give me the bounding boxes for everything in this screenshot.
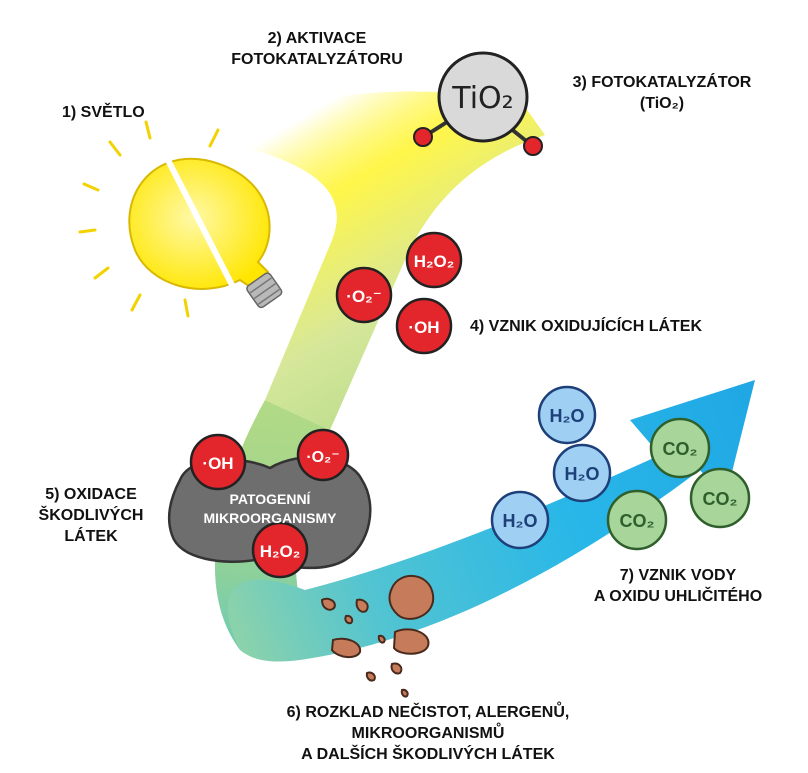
svg-text:·O₂⁻: ·O₂⁻ xyxy=(346,287,381,306)
svg-text:CO₂: CO₂ xyxy=(663,439,698,459)
svg-text:H₂O: H₂O xyxy=(503,511,538,531)
svg-text:H₂O: H₂O xyxy=(565,464,600,484)
catalyst-formula: TiO₂ xyxy=(451,81,513,116)
molecule-water-1: H₂O xyxy=(537,385,597,445)
svg-text:·O₂⁻: ·O₂⁻ xyxy=(306,449,339,466)
step-4-label: 4) VZNIK OXIDUJÍCÍCH LÁTEK xyxy=(470,318,703,335)
molecule-co2-3: CO₂ xyxy=(606,489,668,551)
molecule-co2-2: CO₂ xyxy=(689,467,751,529)
molecule-o2-radical-upper: ·O₂⁻ xyxy=(335,266,393,324)
debris-icon xyxy=(320,574,435,698)
step-1-label: 1) SVĚTLO xyxy=(62,104,145,121)
tio2-catalyst-icon: TiO₂ xyxy=(413,51,543,156)
molecule-oh-radical-upper: ·OH xyxy=(395,297,453,355)
step-5-label: 5) OXIDACE ŠKODLIVÝCH LÁTEK xyxy=(38,486,144,545)
svg-text:H₂O₂: H₂O₂ xyxy=(414,252,455,271)
ribbon-arrow xyxy=(227,380,755,662)
molecule-water-3: H₂O xyxy=(490,490,550,550)
step-6-label: 6) ROZKLAD NEČISTOT, ALERGENŮ, MIKROORGA… xyxy=(286,704,570,763)
molecule-h2o2-pathogen: H₂O₂ xyxy=(251,521,309,579)
molecule-co2-1: CO₂ xyxy=(649,417,711,479)
svg-text:CO₂: CO₂ xyxy=(620,511,655,531)
molecule-o2-radical-pathogen: ·O₂⁻ xyxy=(296,428,350,482)
step-7-label: 7) VZNIK VODY A OXIDU UHLIČITÉHO xyxy=(593,567,763,605)
pathogen-label: PATOGENNÍ MIKROORGANISMY xyxy=(203,491,337,526)
molecule-water-2: H₂O xyxy=(552,443,612,503)
svg-text:H₂O₂: H₂O₂ xyxy=(260,542,301,561)
step-3-label: 3) FOTOKATALYZÁTOR (TiO₂) xyxy=(572,74,752,112)
svg-text:·OH: ·OH xyxy=(202,454,233,473)
ribbon-top xyxy=(215,91,545,431)
svg-text:·OH: ·OH xyxy=(408,318,439,337)
svg-text:CO₂: CO₂ xyxy=(703,489,738,509)
step-2-label: 2) AKTIVACE FOTOKATALYZÁTORU xyxy=(231,30,403,68)
svg-text:H₂O: H₂O xyxy=(550,406,585,426)
light-bulb-icon xyxy=(78,120,283,318)
molecule-h2o2-upper: H₂O₂ xyxy=(405,231,463,289)
molecule-oh-radical-pathogen: ·OH xyxy=(189,433,247,491)
